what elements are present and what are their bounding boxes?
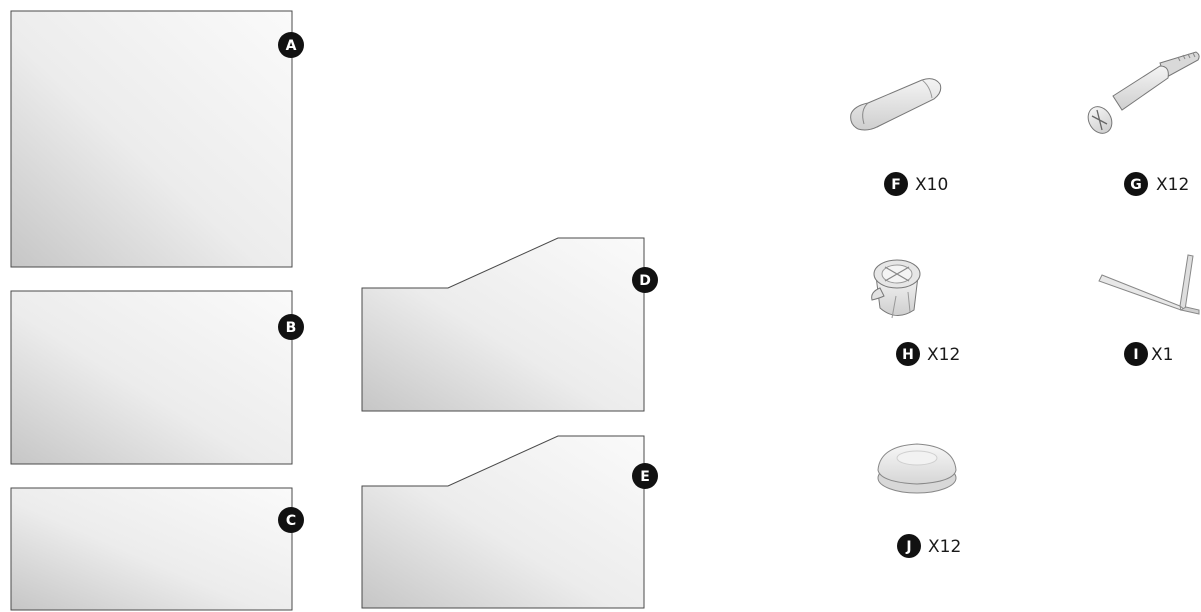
cam-lock-nut-icon [871, 259, 921, 319]
panel-c: C [10, 487, 304, 611]
panel-d: D [361, 237, 658, 412]
hardware-g-letter: G [1130, 177, 1142, 193]
hardware-i-letter: I [1133, 347, 1138, 363]
panel-b-badge: B [278, 314, 304, 340]
allen-key-icon [1098, 254, 1200, 315]
wooden-dowel-icon [850, 78, 942, 131]
panel-d-letter: D [639, 273, 651, 289]
hardware-h-letter: H [902, 347, 914, 363]
panel-a: A [10, 10, 304, 268]
panel-e-badge: E [632, 463, 658, 489]
hardware-h-quantity: X12 [927, 345, 960, 365]
cover-cap-icon [877, 443, 957, 494]
hardware-i-label: I X1 [1124, 342, 1173, 366]
panel-c-badge: C [278, 507, 304, 533]
hardware-j-letter: J [905, 539, 911, 555]
hardware-j-label: J X12 [897, 534, 961, 558]
panel-a-letter: A [286, 38, 297, 54]
hardware-g-label: G X12 [1124, 172, 1189, 196]
cam-bolt-icon [1087, 51, 1200, 134]
hardware-h-label: H X12 [896, 342, 960, 366]
hardware-j-badge [897, 534, 921, 558]
panel-a-badge: A [278, 32, 304, 58]
hardware-g-quantity: X12 [1156, 175, 1189, 195]
hardware-f-badge [884, 172, 908, 196]
hardware-f-letter: F [891, 177, 901, 193]
hardware-h-badge [896, 342, 920, 366]
panel-e-letter: E [640, 469, 650, 485]
panel-c-letter: C [286, 513, 296, 529]
panel-d-badge: D [632, 267, 658, 293]
panel-e: E [361, 435, 658, 609]
hardware-i-badge [1124, 342, 1148, 366]
hardware-g-badge [1124, 172, 1148, 196]
hardware-f-quantity: X10 [915, 175, 948, 195]
hardware-j-quantity: X12 [928, 537, 961, 557]
panel-b: B [10, 290, 304, 465]
hardware-i-quantity: X1 [1151, 345, 1173, 365]
hardware-f-label: F X10 [884, 172, 948, 196]
panel-b-letter: B [286, 320, 297, 336]
